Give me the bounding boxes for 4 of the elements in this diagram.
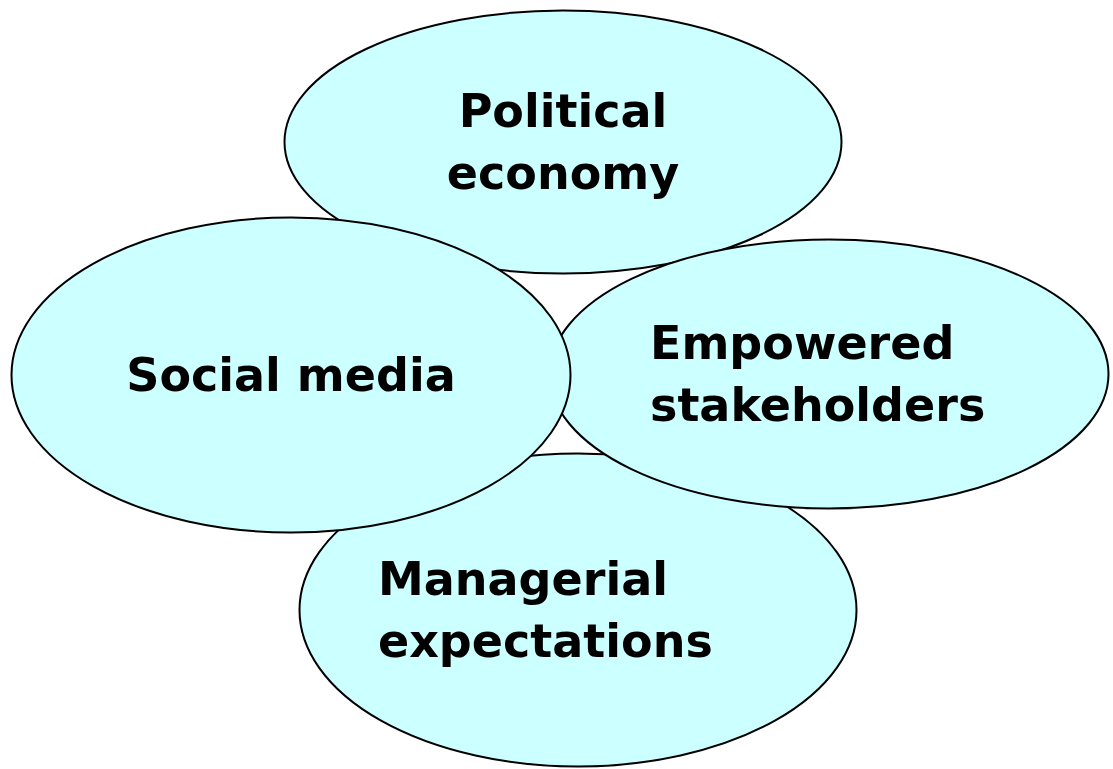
topic-label: Political economy	[445, 83, 681, 202]
topic-label: Empowered stakeholders	[650, 315, 987, 434]
topic-label: Social media	[125, 347, 457, 404]
topic-label: Managerial expectations	[378, 551, 714, 670]
